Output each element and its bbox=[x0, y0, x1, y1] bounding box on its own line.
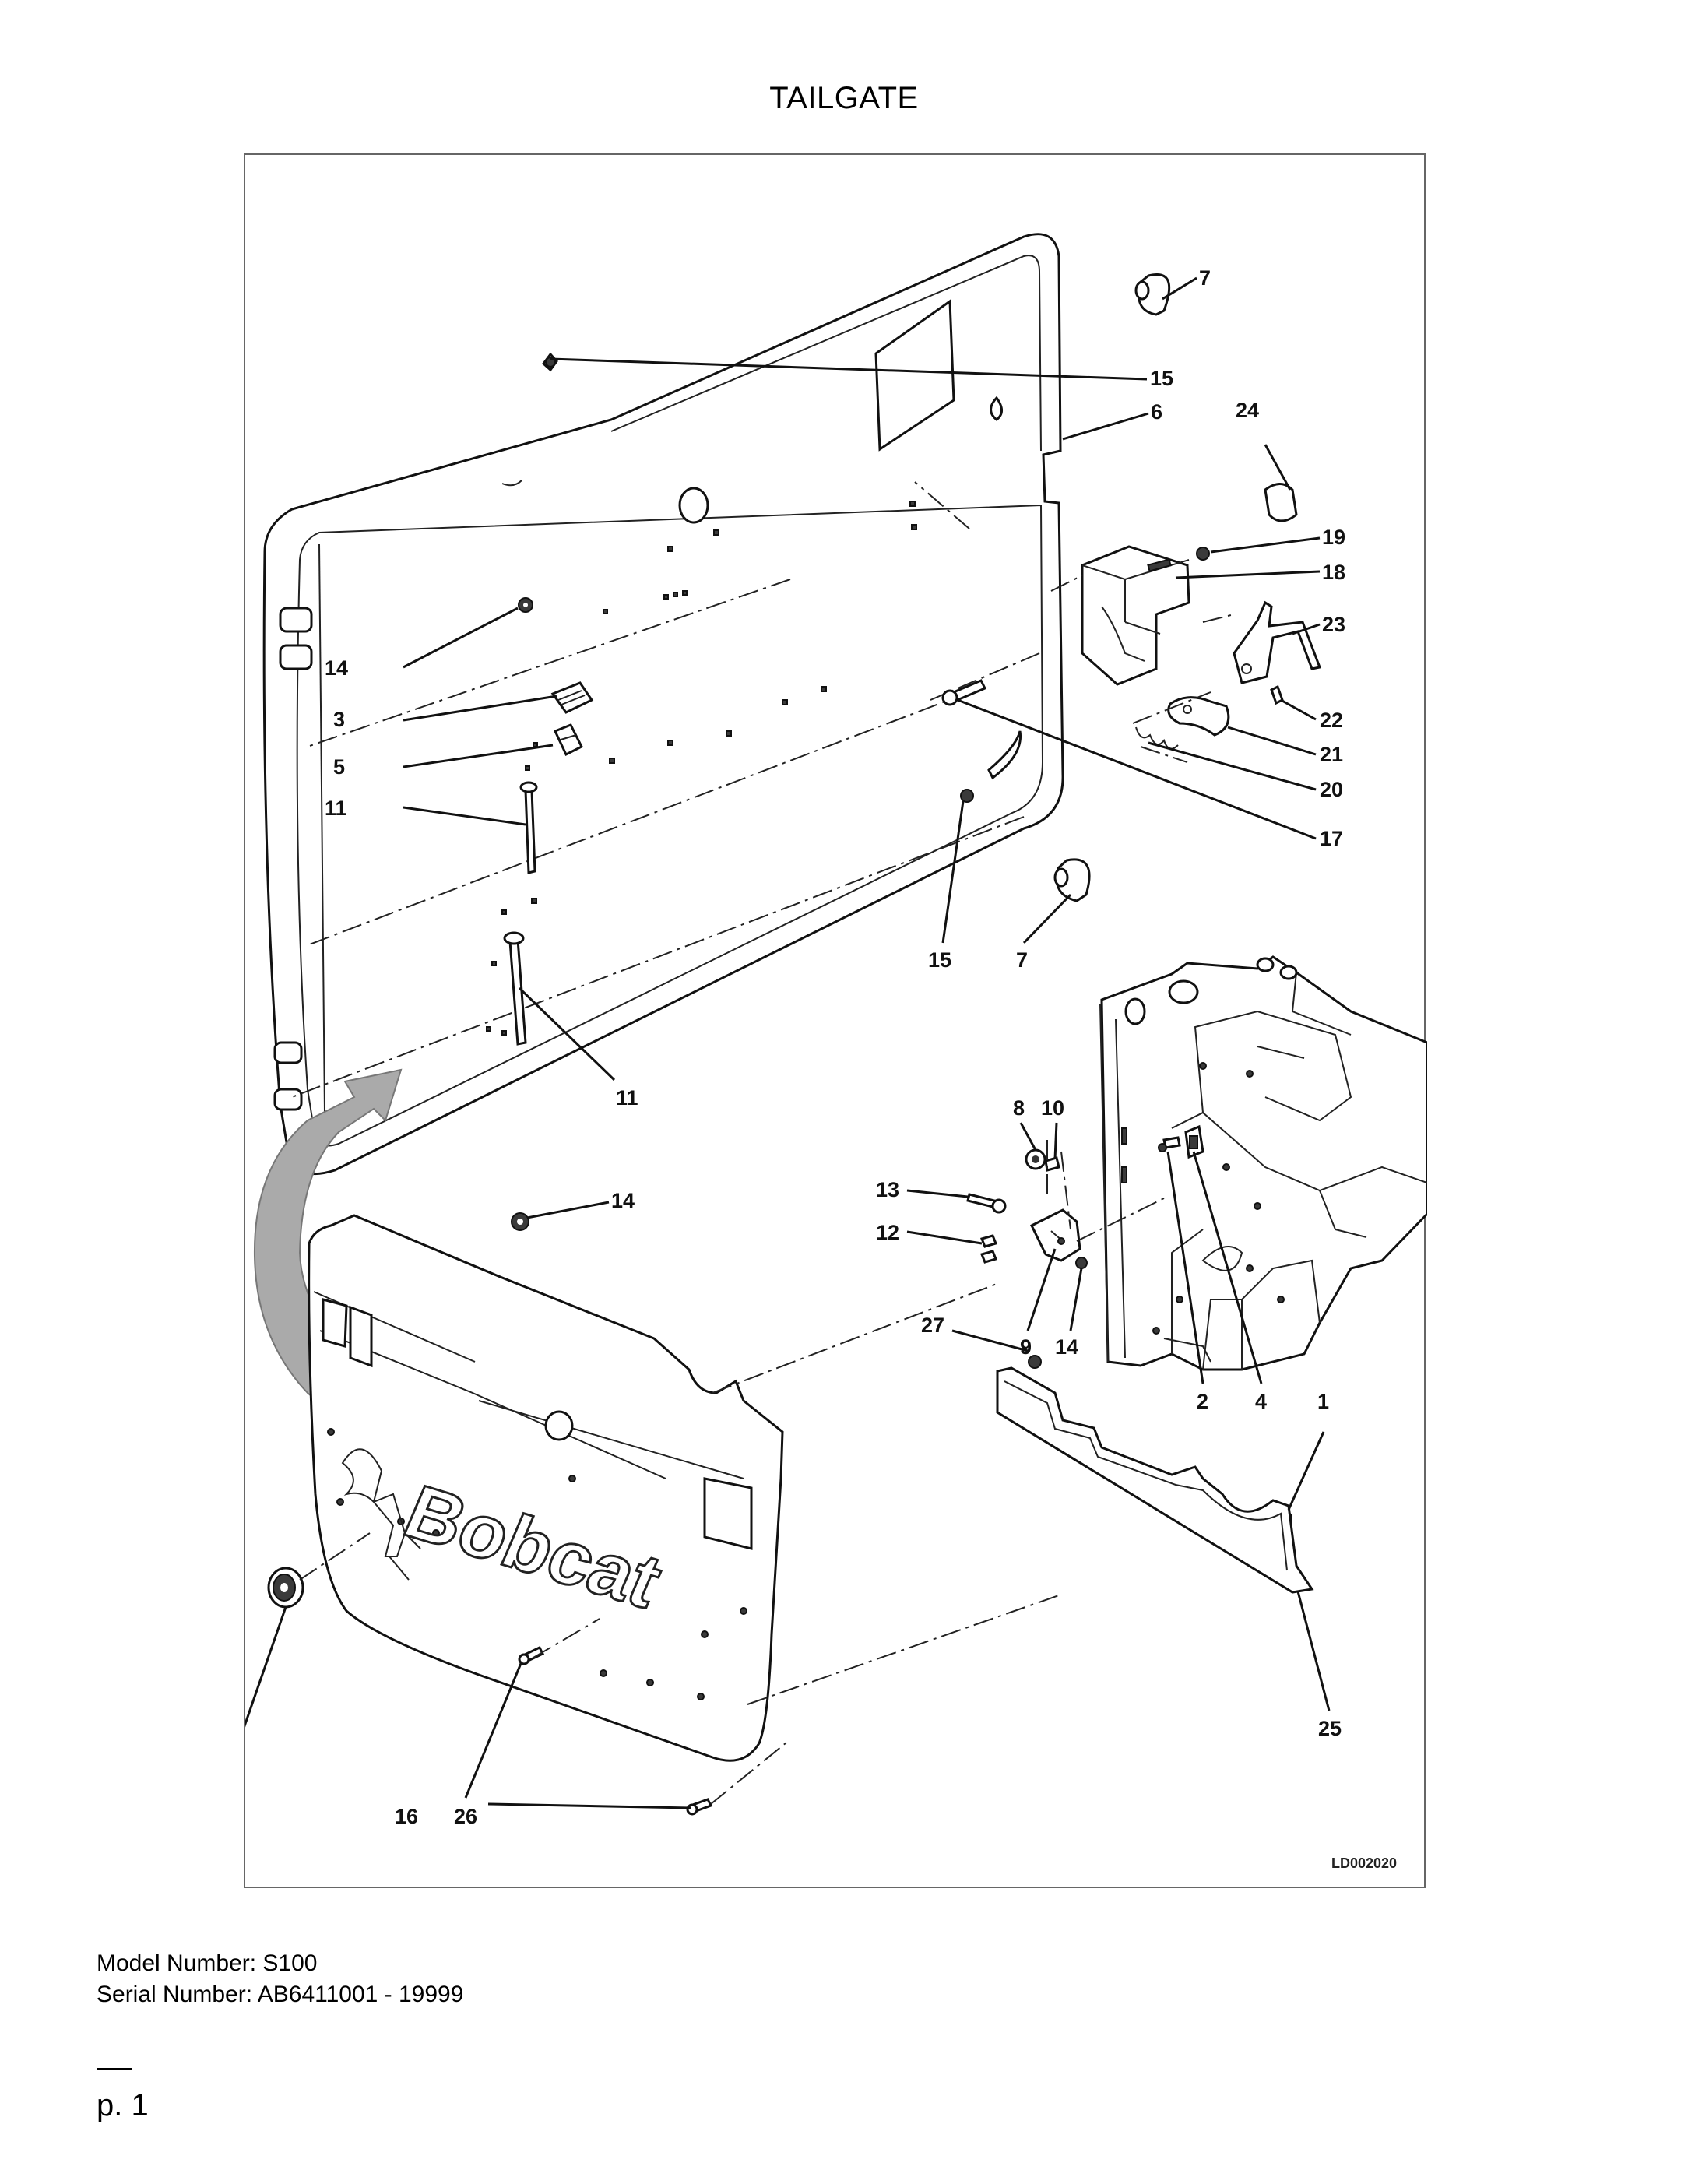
callout-7-top: 7 bbox=[1199, 266, 1211, 290]
callout-4: 4 bbox=[1255, 1390, 1267, 1413]
callout-15-lower: 15 bbox=[928, 948, 951, 972]
callout-numbers: 15 7 6 24 19 18 23 14 22 3 21 5 20 11 17… bbox=[325, 266, 1345, 1828]
callout-24: 24 bbox=[1236, 399, 1259, 422]
callout-20: 20 bbox=[1320, 778, 1343, 801]
seal-strip bbox=[996, 1366, 1314, 1594]
callout-3: 3 bbox=[333, 708, 345, 731]
callout-14-upper: 14 bbox=[325, 656, 348, 680]
latch-assembly bbox=[1050, 483, 1322, 763]
machine-frame bbox=[1099, 955, 1427, 1371]
tailgate-exploded-diagram: Bobcat bbox=[245, 233, 1427, 1871]
callout-11-upper: 11 bbox=[325, 797, 347, 820]
hinge-hardware bbox=[966, 1124, 1204, 1269]
callout-25: 25 bbox=[1318, 1717, 1342, 1740]
callout-2: 2 bbox=[1197, 1390, 1208, 1413]
callout-22: 22 bbox=[1320, 709, 1343, 732]
page-number-rule bbox=[97, 2068, 132, 2070]
callout-6: 6 bbox=[1151, 400, 1162, 424]
serial-number: Serial Number: AB6411001 - 19999 bbox=[97, 1982, 464, 2007]
callout-10: 10 bbox=[1041, 1096, 1064, 1120]
tailgate-inner-panel bbox=[262, 233, 1064, 1176]
callout-11-lower: 11 bbox=[616, 1086, 638, 1110]
callout-5: 5 bbox=[333, 755, 345, 779]
page-number: p. 1 bbox=[97, 2088, 149, 2122]
callout-21: 21 bbox=[1320, 743, 1343, 766]
callout-7-lower: 7 bbox=[1016, 948, 1028, 972]
callout-18: 18 bbox=[1322, 561, 1345, 584]
figure-id: LD002020 bbox=[1331, 1855, 1397, 1871]
eagle-logo bbox=[341, 1448, 421, 1581]
panel-hardware bbox=[503, 273, 1171, 1231]
callout-15-top: 15 bbox=[1150, 367, 1173, 390]
callout-23: 23 bbox=[1322, 613, 1345, 636]
page-title: TAILGATE bbox=[769, 81, 919, 115]
parts-diagram-frame: Bobcat bbox=[244, 153, 1427, 1888]
callout-27: 27 bbox=[921, 1314, 944, 1337]
callout-17: 17 bbox=[1320, 827, 1343, 850]
callout-12: 12 bbox=[876, 1221, 899, 1244]
seal-strip-edge bbox=[1004, 1380, 1288, 1571]
callout-19: 19 bbox=[1322, 526, 1345, 549]
callout-14-lower-left: 14 bbox=[611, 1189, 635, 1212]
model-number: Model Number: S100 bbox=[97, 1950, 318, 1976]
callout-9: 9 bbox=[1020, 1335, 1032, 1359]
tailgate-outer-panel: Bobcat bbox=[308, 1214, 784, 1762]
leader-lines bbox=[245, 276, 1331, 1809]
callout-13: 13 bbox=[876, 1178, 899, 1201]
callout-16: 16 bbox=[395, 1805, 418, 1828]
callout-1: 1 bbox=[1317, 1390, 1329, 1413]
callout-14-hinge: 14 bbox=[1055, 1335, 1078, 1359]
callout-8: 8 bbox=[1013, 1096, 1025, 1120]
callout-26: 26 bbox=[454, 1805, 477, 1828]
